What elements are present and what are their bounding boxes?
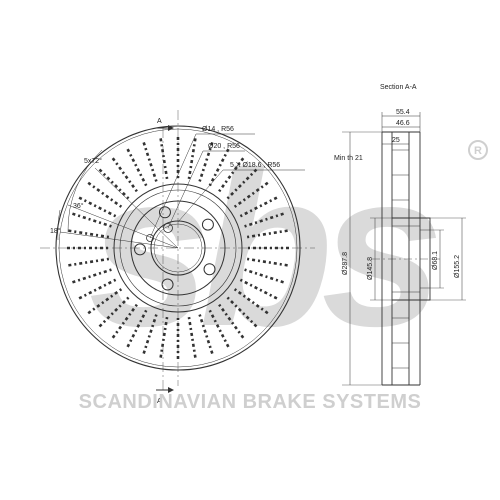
cooling-vane [218, 156, 245, 193]
bolt-holes [134, 206, 216, 291]
cooling-vane [226, 167, 259, 200]
registered-mark: R [468, 140, 488, 160]
cooling-vane [159, 316, 169, 359]
center-bore-label: Ø68.1 [432, 251, 439, 270]
cooling-vane [244, 268, 285, 284]
section-marker-top: A [157, 118, 162, 125]
cooling-vane [67, 257, 110, 267]
bolt-hole [201, 218, 214, 231]
bolt-holes-label: 5 X Ø18.6 , R56 [230, 162, 280, 169]
cooling-vane [187, 316, 197, 359]
section-marker-bottom: A [157, 398, 162, 405]
cooling-vane [208, 147, 231, 187]
friction-inner-diameter-label: Ø145.8 [367, 257, 374, 280]
cooling-vane [86, 288, 123, 315]
cooling-vane [111, 156, 138, 193]
cooling-vanes [66, 136, 290, 360]
bolt-hole [203, 263, 216, 276]
outer-diameter-label: Ø287.8 [342, 252, 349, 275]
hat-diameter-label: Ø155.2 [454, 255, 461, 278]
cooling-vane [159, 137, 169, 180]
disc-section-view [342, 112, 466, 386]
angle-pitch-label: 5x72° [84, 157, 102, 165]
cooling-vane [125, 147, 148, 187]
cooling-vane [198, 314, 214, 355]
cooling-vane [67, 229, 110, 239]
brand-name-watermark: SCANDINAVIAN BRAKE SYSTEMS [79, 391, 422, 413]
hat-depth-label: 25 [392, 137, 400, 144]
hole-b-label: Ø20 , R56 [208, 143, 240, 150]
cooling-vane [239, 195, 279, 218]
cooling-vane [244, 212, 285, 228]
cooling-vane [246, 229, 289, 239]
cooling-vane [226, 296, 259, 329]
section-title: Section A-A [380, 84, 417, 91]
bolt-hole [161, 278, 174, 291]
hole-a-label: Ø14 , R56 [202, 126, 234, 133]
cooling-vane [142, 314, 158, 355]
cooling-vane [198, 141, 214, 182]
cooling-vane [239, 278, 279, 301]
cooling-vane [218, 303, 245, 340]
cooling-vane [233, 181, 270, 208]
cooling-vane [142, 141, 158, 182]
auxiliary-hole [163, 223, 173, 233]
cooling-vane [187, 137, 197, 180]
registered-letter: R [474, 145, 482, 157]
cooling-vane [233, 288, 270, 315]
disc-thickness-label: 46.6 [396, 120, 410, 127]
cooling-vane [77, 195, 117, 218]
cooling-vane [97, 167, 130, 200]
angle-18-label: 18° [50, 227, 61, 235]
sbs-watermark-logo: sbs [88, 126, 436, 372]
cooling-vane [71, 268, 112, 284]
cooling-vane [77, 278, 117, 301]
overall-height-label: 55.4 [396, 109, 410, 116]
bolt-hole [134, 243, 147, 256]
cooling-vane [111, 303, 138, 340]
cooling-vane [208, 309, 231, 349]
min-thickness-note: Min th 21 [334, 155, 363, 162]
cooling-vane [97, 296, 130, 329]
cooling-vane [86, 181, 123, 208]
cooling-vane [125, 309, 148, 349]
angle-36-label: 36° [73, 202, 84, 210]
bolt-hole [158, 206, 171, 219]
auxiliary-hole [146, 234, 154, 242]
disc-front-view [40, 110, 315, 393]
cooling-vane [71, 212, 112, 228]
cooling-vane [246, 257, 289, 267]
